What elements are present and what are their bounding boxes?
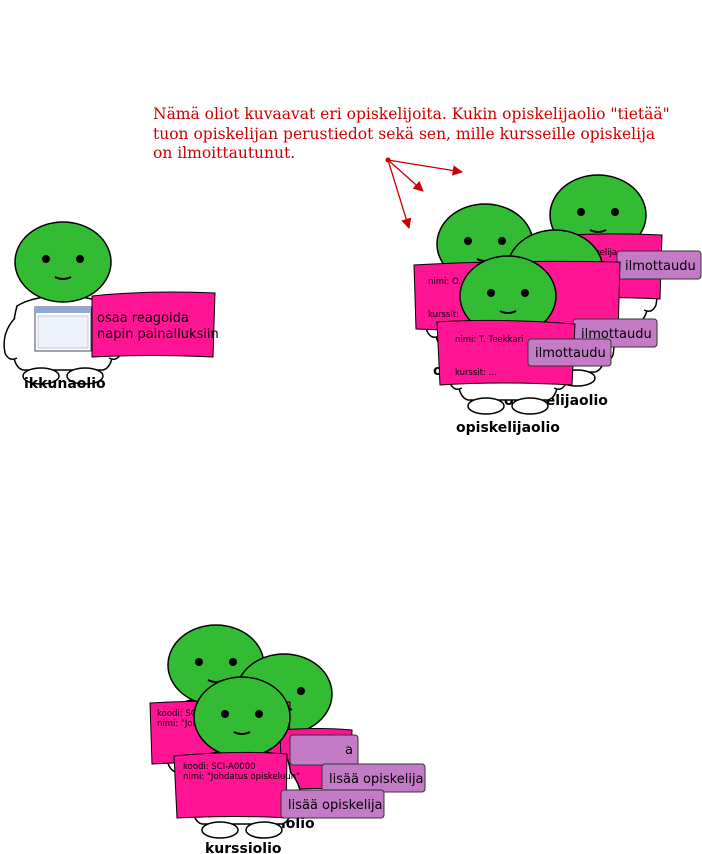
annotation-text: Nämä oliot kuvaavat eri opiskelijoita. K… (153, 105, 673, 164)
course-card-middle-partial: a (345, 743, 353, 758)
course-card-front-code: koodi: SCI-A0000 (183, 762, 256, 772)
ilmottaudu-button-front-label: ilmottaudu (535, 346, 606, 361)
course-objects: koodi: SCI nimi: "Joh a lisää opiskelija… (149, 624, 426, 854)
window-icon (34, 306, 92, 352)
course-label-back: iolio (281, 816, 315, 832)
ilmottaudu-button-middle-label: ilmottaudu (581, 327, 652, 342)
lisaa-opiskelija-button-front-label: lisää opiskelija (288, 798, 383, 813)
student-label-front: opiskelijaolio (456, 420, 560, 436)
annotation-arrows (385, 157, 464, 229)
student-card-back-text: kelija (595, 248, 617, 258)
annotation-line-1: Nämä oliot kuvaavat eri opiskelijoita. K… (153, 105, 670, 123)
window-card (91, 291, 216, 358)
annotation-line-3: on ilmoittautunut. (153, 144, 296, 162)
student-objects: kelija ilmottaudu nimi: O. P kurssit: il… (413, 174, 702, 436)
student-card-front-name: nimi: T. Teekkari (455, 335, 524, 345)
student-card-front (436, 319, 576, 386)
course-label-front: kurssiolio (205, 841, 282, 854)
window-card-line-1: osaa reagoida (97, 311, 189, 326)
ilmottaudu-button-back-label: ilmottaudu (625, 259, 696, 274)
course-card-back-code: koodi: SCI (157, 709, 199, 719)
annotation-line-2: tuon opiskelijan perustiedot sekä sen, m… (153, 124, 656, 143)
student-card-middle-name: nimi: O. P (428, 277, 469, 287)
window-object-label: ikkunaolio (24, 376, 106, 392)
student-card-middle-courses: kurssit: (428, 310, 459, 320)
window-object: osaa reagoida napin painalluksiin ikkuna… (3, 221, 219, 392)
student-label-partial: o (433, 363, 443, 379)
window-card-line-2: napin painalluksiin (97, 327, 219, 342)
course-card-back-name: nimi: "Joh (157, 719, 198, 729)
ilmottaudu-button-front[interactable] (527, 338, 612, 367)
student-card-front-courses: kurssit: ... (455, 368, 497, 378)
lisaa-opiskelija-button-front[interactable] (280, 789, 385, 819)
course-card-front-name: nimi: "Johdatus opiskeluun" (183, 772, 300, 782)
lisaa-opiskelija-button-middle-label: lisää opiskelija (329, 772, 424, 787)
